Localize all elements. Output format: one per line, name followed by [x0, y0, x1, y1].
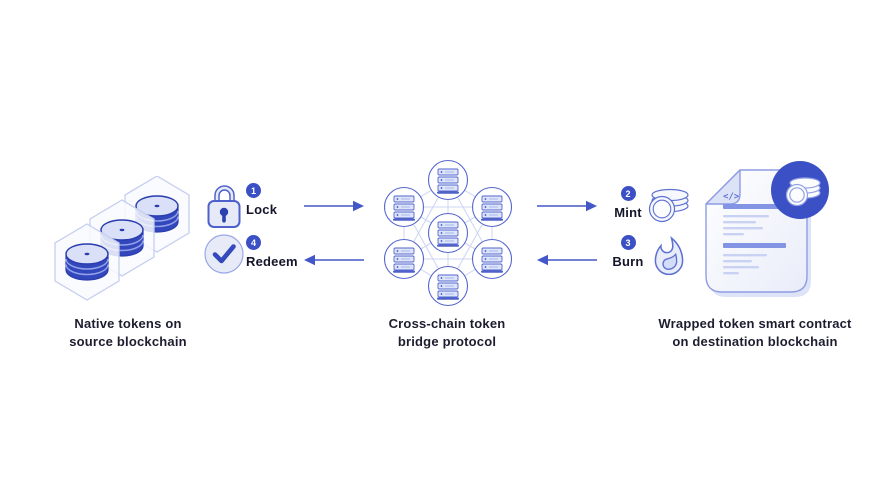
arrow-lock-to-bridge — [304, 200, 364, 212]
native-tokens-illustration — [54, 176, 190, 301]
step-4-badge: 4 — [246, 235, 261, 250]
step-redeem: 4 Redeem — [246, 235, 298, 269]
code-icon: </> — [723, 192, 740, 202]
step-3-badge: 3 — [620, 235, 636, 250]
caption-line: Native tokens on — [74, 316, 182, 331]
validator-node-icon — [473, 240, 512, 279]
caption-bridge-protocol: Cross-chain token bridge protocol — [347, 315, 547, 351]
step-mint: 2 Mint — [608, 186, 648, 220]
step-1-badge: 1 — [246, 183, 261, 198]
smart-contract-document-illustration: </> — [705, 161, 829, 297]
coin-stack-icon — [65, 243, 109, 281]
caption-line: on destination blockchain — [672, 334, 838, 349]
caption-line: bridge protocol — [397, 334, 497, 349]
flame-icon — [654, 236, 684, 276]
validator-node-icon — [385, 188, 424, 227]
caption-source-blockchain: Native tokens on source blockchain — [28, 315, 228, 351]
step-burn: 3 Burn — [608, 235, 648, 269]
validator-node-icon — [385, 240, 424, 279]
bridge-network-illustration — [384, 156, 512, 308]
step-2-label: Mint — [614, 205, 642, 220]
validator-node-icon — [429, 214, 468, 253]
arrow-bridge-to-mint — [537, 200, 597, 212]
checkmark-icon — [204, 234, 244, 274]
validator-node-icon — [429, 161, 468, 200]
coin-stack-icon — [648, 188, 689, 223]
validator-node-icon — [429, 267, 468, 306]
arrow-bridge-to-redeem — [304, 254, 364, 266]
padlock-icon — [207, 185, 241, 228]
caption-destination-blockchain: Wrapped token smart contract on destinat… — [630, 315, 880, 351]
step-1-label: Lock — [246, 202, 278, 217]
caption-line: source blockchain — [69, 334, 187, 349]
step-3-label: Burn — [612, 254, 644, 269]
wrapped-token-coin-badge — [771, 161, 829, 219]
arrow-burn-to-bridge — [537, 254, 597, 266]
step-lock: 1 Lock — [246, 183, 277, 217]
caption-line: Wrapped token smart contract — [658, 316, 852, 331]
contract-text-lines — [723, 204, 786, 275]
step-2-badge: 2 — [620, 186, 636, 201]
caption-line: Cross-chain token — [388, 316, 506, 331]
validator-node-icon — [473, 188, 512, 227]
coin-stack-icon — [785, 177, 821, 207]
step-4-label: Redeem — [246, 254, 298, 269]
